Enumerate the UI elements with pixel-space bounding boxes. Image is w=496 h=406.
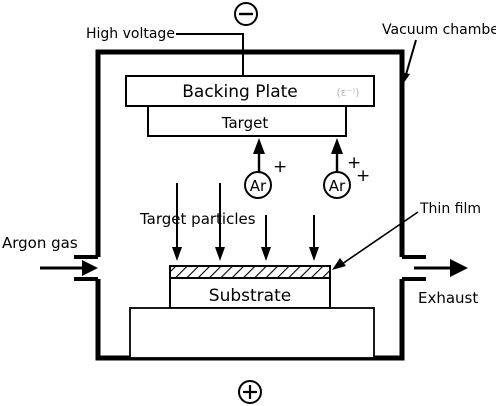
argon-ion-2-charge-a: + bbox=[347, 153, 361, 173]
argon-ion-2 bbox=[323, 138, 351, 199]
backing-plate-label: Backing Plate bbox=[182, 82, 297, 102]
argon-ion-1-charge: + bbox=[273, 157, 287, 177]
target-label: Target bbox=[221, 114, 269, 132]
substrate-holder bbox=[129, 307, 375, 359]
target-particle-arrows bbox=[176, 183, 315, 248]
positive-terminal bbox=[238, 380, 262, 404]
substrate-block bbox=[169, 277, 331, 309]
argon-ion-1-symbol: Ar bbox=[250, 177, 267, 195]
high-voltage-wire bbox=[176, 33, 244, 76]
exhaust-outlet bbox=[402, 255, 468, 281]
vacuum-chamber-pointer bbox=[400, 39, 417, 84]
substrate-label: Substrate bbox=[209, 286, 291, 306]
backing-plate bbox=[125, 75, 375, 107]
argon-ion-2-symbol: Ar bbox=[329, 177, 346, 195]
target-particle-arrowheads bbox=[172, 247, 319, 261]
argon-ion-1 bbox=[244, 138, 272, 199]
exhaust-label: Exhaust bbox=[418, 289, 478, 307]
thin-film bbox=[169, 265, 331, 279]
backing-plate-mark: (ε⁻⁾) bbox=[336, 86, 359, 99]
argon-gas-inlet bbox=[40, 255, 98, 281]
thin-film-label: Thin film bbox=[419, 201, 481, 217]
vacuum-chamber-label: Vacuum chamber bbox=[382, 22, 496, 38]
argon-gas-label: Argon gas bbox=[2, 234, 78, 252]
target-particles-label: Target particles bbox=[139, 210, 256, 228]
negative-terminal bbox=[234, 2, 258, 26]
high-voltage-label: High voltage bbox=[86, 26, 175, 42]
argon-ion-2-charge-b: + bbox=[356, 166, 370, 186]
target-block bbox=[147, 105, 347, 137]
thin-film-pointer bbox=[332, 211, 419, 270]
